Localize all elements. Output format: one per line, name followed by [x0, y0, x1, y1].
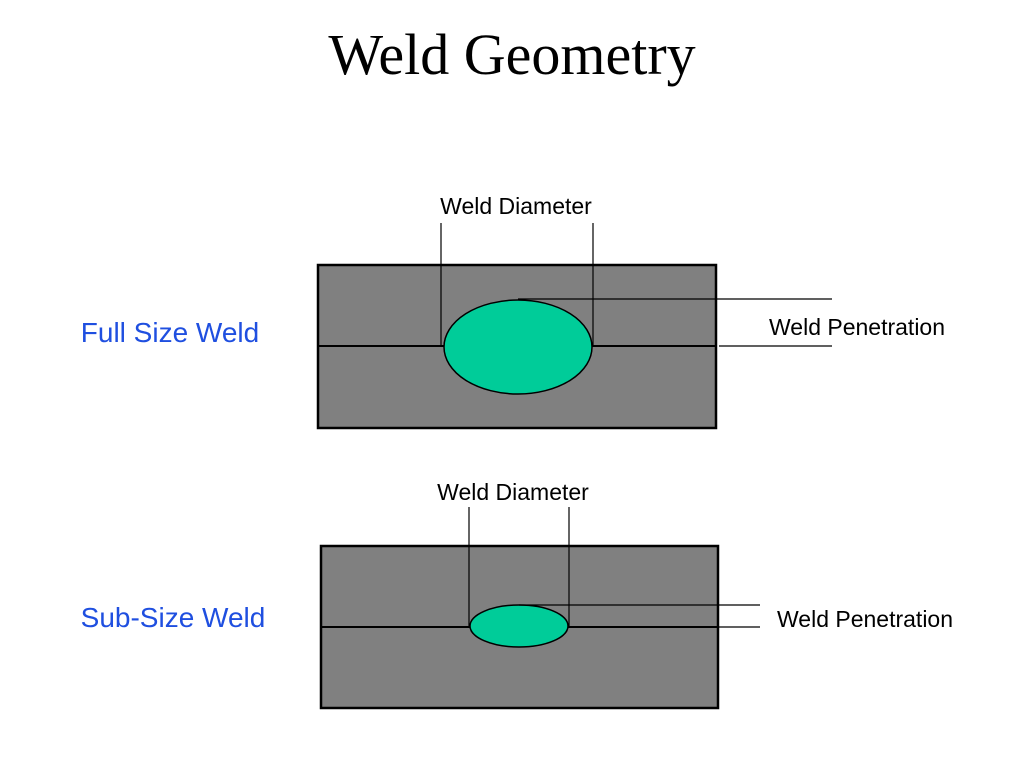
full-size-weld-diameter-label: Weld Diameter	[440, 193, 592, 219]
page-title: Weld Geometry	[328, 22, 696, 87]
sub-size-weld-label: Sub-Size Weld	[81, 602, 266, 633]
sub-size-weld-nugget	[469, 604, 569, 648]
full-size-weld-penetration-label: Weld Penetration	[769, 314, 945, 340]
sub-size-weld-diameter-label: Weld Diameter	[437, 479, 589, 505]
full-size-weld-diagram: Full Size Weld Weld Diameter Weld Penetr…	[81, 193, 945, 430]
full-size-weld-nugget	[443, 299, 593, 395]
sub-size-weld-penetration-label: Weld Penetration	[777, 606, 953, 632]
full-size-weld-label: Full Size Weld	[81, 317, 259, 348]
sub-size-weld-diagram: Sub-Size Weld Weld Diameter Weld Penetra…	[81, 479, 953, 710]
